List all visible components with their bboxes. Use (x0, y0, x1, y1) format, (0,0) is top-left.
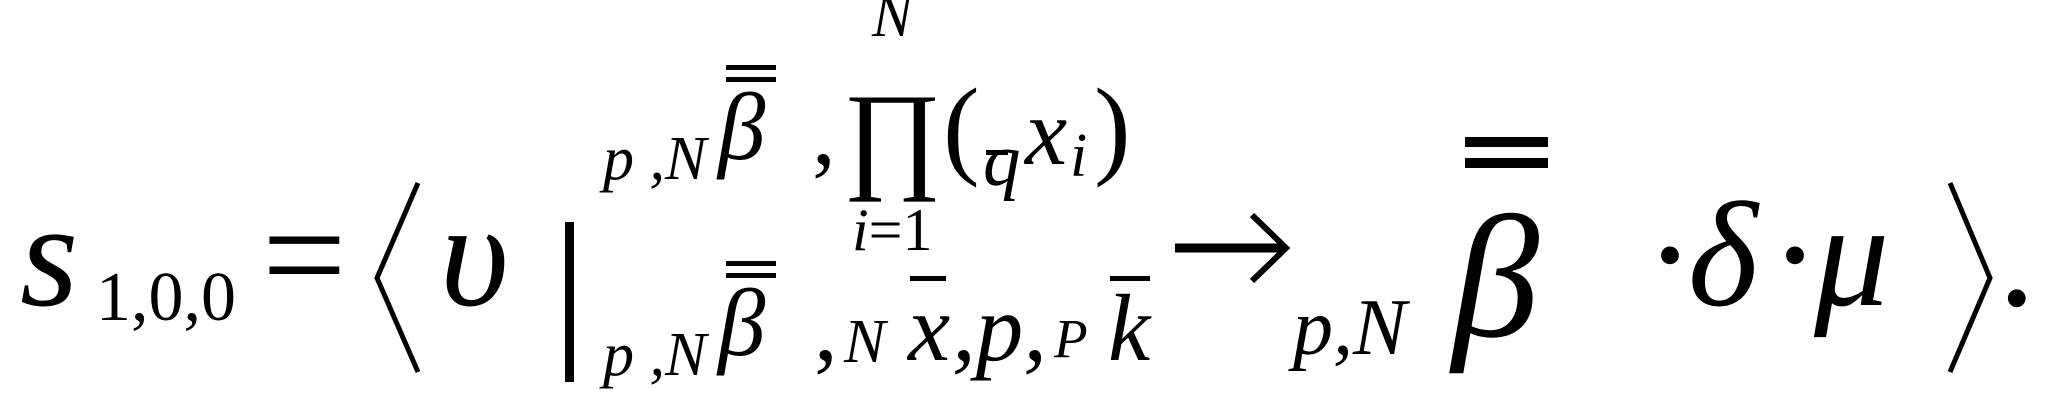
mu: μ (1814, 172, 1890, 338)
x-subscript: i (1070, 122, 1088, 190)
right-angle-bracket-icon (1947, 182, 1993, 373)
product-lower-limit: i=1 (852, 200, 933, 260)
dot-operator-1: · (1645, 172, 1695, 338)
equals-sign: = (262, 172, 347, 338)
lower-beta-bar-2 (726, 273, 776, 278)
lower-beta-bar-1 (726, 261, 776, 266)
product-upper-limit: N (872, 0, 913, 49)
product-lower-index: i (852, 197, 869, 263)
open-paren: ( (943, 66, 980, 188)
lower-comma-p-comma: ,p, (952, 275, 1047, 381)
q-bar (986, 150, 1008, 155)
vertical-bar (565, 222, 574, 382)
product-lower-rest: =1 (868, 197, 933, 263)
close-paren: ) (1094, 66, 1131, 188)
lower-sub-pN: p ,N (603, 321, 707, 389)
lower-N: N (844, 308, 886, 376)
right-beta: β (1452, 180, 1540, 374)
lower-P: P (1054, 308, 1088, 369)
upper-beta-bar-2 (726, 77, 776, 82)
period: . (1998, 172, 2036, 338)
lower-beta: β (718, 270, 766, 376)
lower-comma: , (814, 275, 838, 381)
delta: δ (1688, 172, 1758, 338)
upper-beta: β (718, 74, 766, 180)
right-arrow-icon (1175, 212, 1291, 284)
q-symbol: q (983, 119, 1021, 202)
lhs-subscript: 1,0,0 (96, 259, 236, 336)
lhs-symbol: s (20, 172, 79, 338)
lower-k-bar (1110, 276, 1150, 281)
left-angle-bracket-icon (374, 182, 421, 373)
right-beta-bar-1 (1465, 137, 1548, 147)
upper-sub-pN: p ,N (603, 125, 707, 193)
lower-x-bar (910, 276, 946, 281)
right-beta-bar-2 (1465, 158, 1548, 168)
lower-k: k (1108, 275, 1151, 381)
lower-x: x (908, 275, 951, 381)
dot-operator-2: · (1770, 172, 1820, 338)
product-symbol: ∏ (843, 69, 942, 202)
upsilon: υ (440, 172, 509, 338)
right-sub-pN: p,N (1293, 284, 1407, 372)
upper-comma: , (812, 79, 836, 185)
x-symbol: x (1025, 79, 1068, 185)
upper-beta-bar-1 (726, 65, 776, 70)
